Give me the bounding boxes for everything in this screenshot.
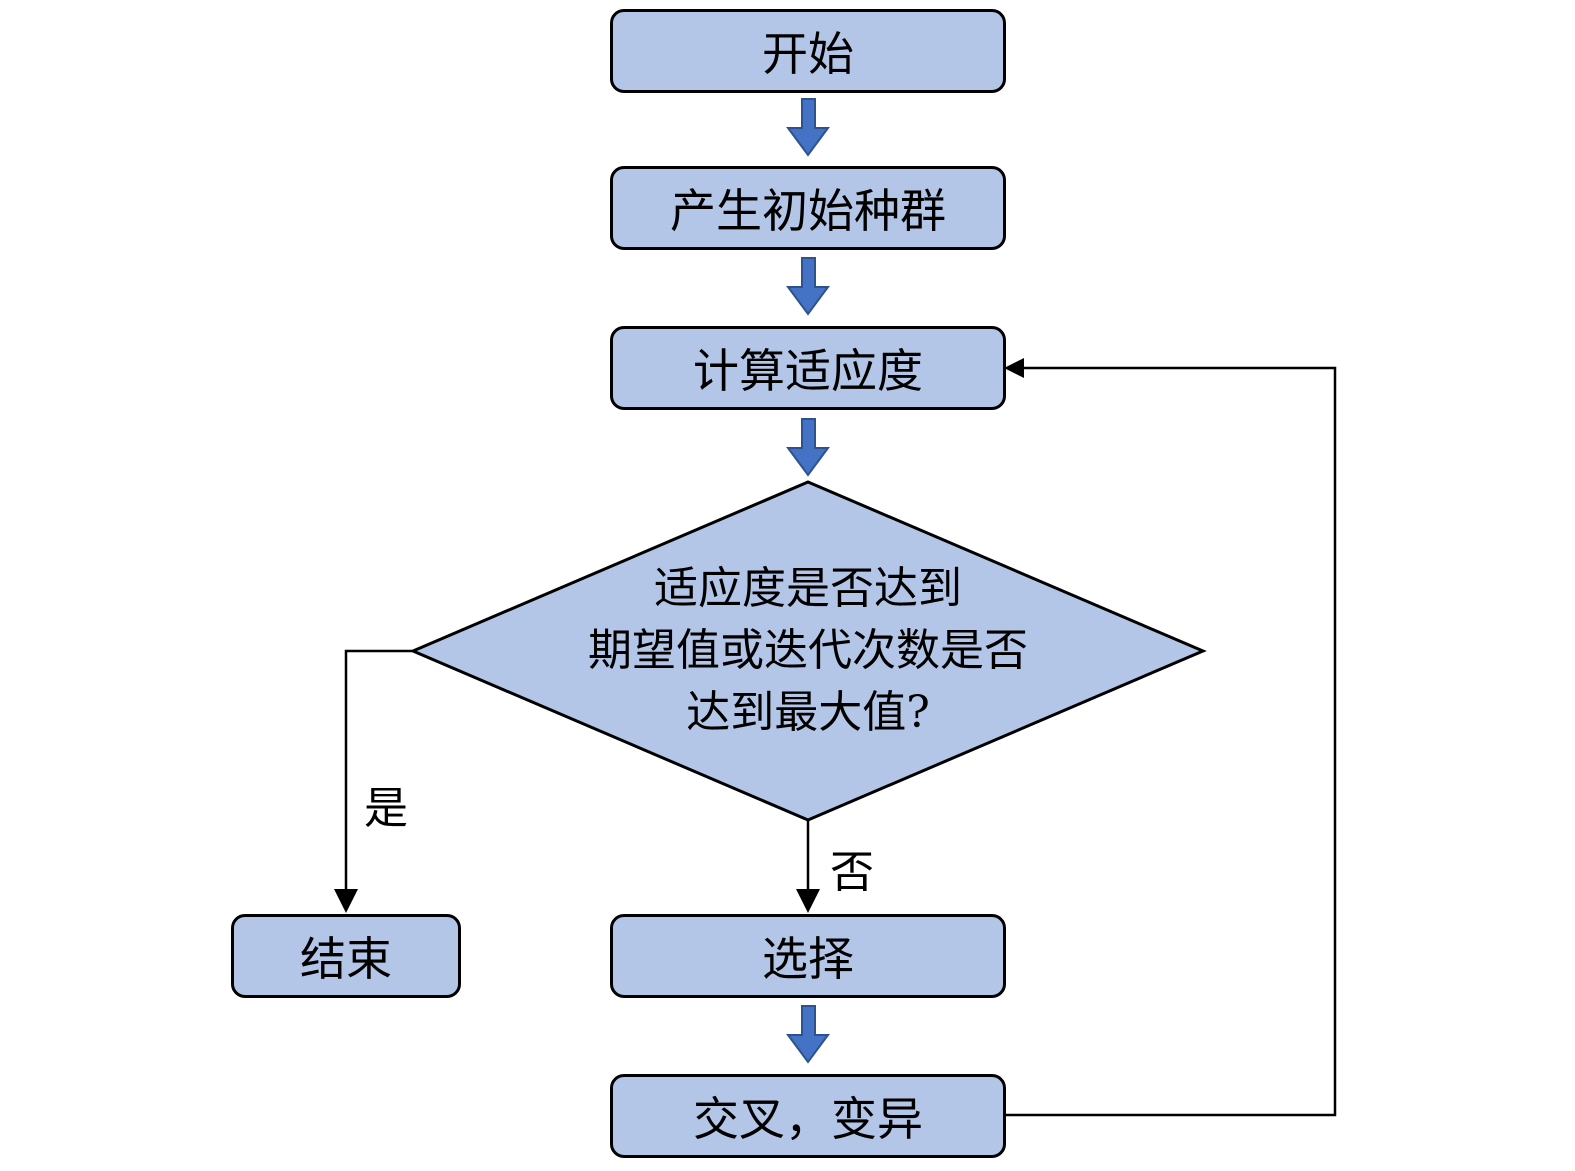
edge-label-yes: 是: [364, 783, 408, 834]
decision-line-3: 达到最大值?: [686, 687, 930, 738]
decision-line-1: 适应度是否达到: [654, 563, 962, 614]
arrow-start-to-init: [786, 98, 830, 157]
arrow-init-to-fitness: [786, 257, 830, 316]
node-end-label: 结束: [300, 932, 392, 986]
node-init-population: 产生初始种群: [610, 166, 1006, 250]
arrow-select-to-crossover: [786, 1005, 830, 1064]
edge-label-no: 否: [830, 847, 874, 898]
decision-text: 适应度是否达到 期望值或迭代次数是否 达到最大值?: [520, 558, 1096, 744]
edge-yes: [334, 649, 413, 913]
node-compute-fitness: 计算适应度: [610, 326, 1006, 410]
node-selection-label: 选择: [762, 932, 854, 986]
arrow-fitness-to-decision: [786, 418, 830, 477]
node-start: 开始: [610, 9, 1006, 93]
node-compute-fitness-label: 计算适应度: [693, 344, 923, 398]
node-start-label: 开始: [762, 27, 854, 81]
node-crossover-mutation-label: 交叉，变异: [693, 1092, 923, 1146]
node-crossover-mutation: 交叉，变异: [610, 1074, 1006, 1158]
node-init-population-label: 产生初始种群: [670, 184, 946, 238]
node-selection: 选择: [610, 914, 1006, 998]
decision-line-2: 期望值或迭代次数是否: [588, 625, 1028, 676]
edge-no: [796, 820, 820, 913]
node-end: 结束: [231, 914, 461, 998]
edge-loop-back: [1004, 358, 1337, 1117]
